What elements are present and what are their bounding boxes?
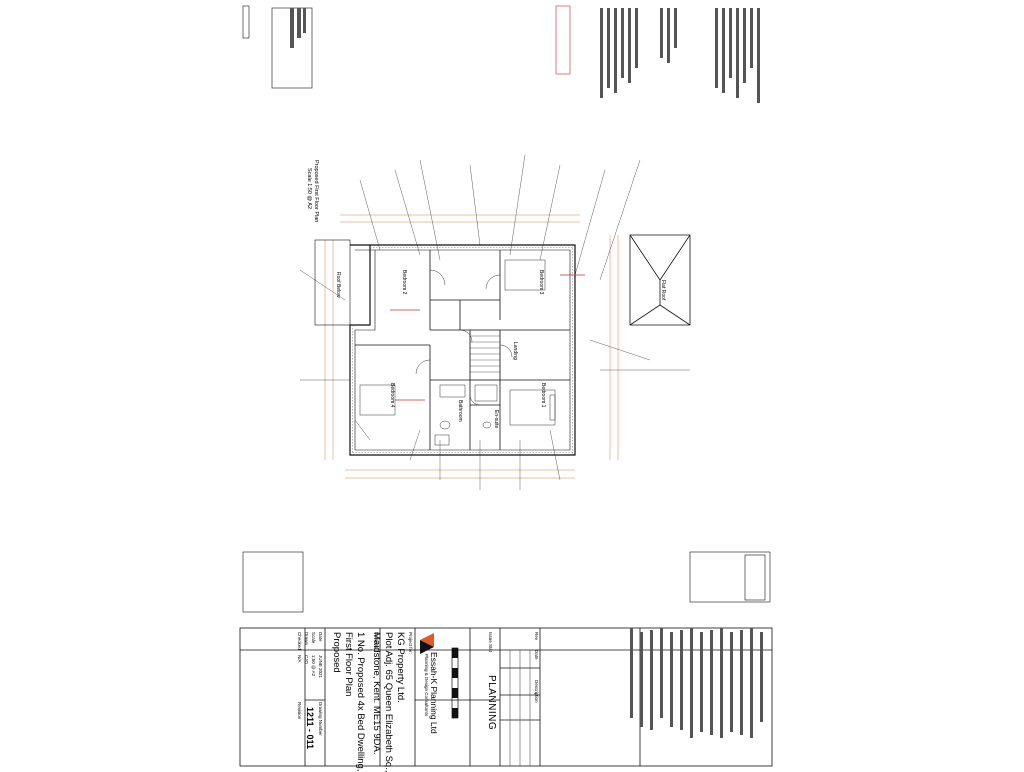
room-label-bathroom: Bathroom: [457, 400, 463, 422]
drawn-label: Drawn: [304, 632, 309, 646]
room-label-bedroom-4: Bedroom 4: [389, 383, 395, 408]
checked-label: Checked: [297, 632, 302, 650]
sanitaryware: [434, 384, 498, 446]
status-label: Issue Stat: [488, 632, 493, 653]
room-label-flat-roof: Flat Roof: [660, 280, 666, 301]
scale-label: Scale: [311, 632, 316, 644]
description-header: Description: [534, 680, 539, 703]
room-label-bedroom-3: Bedroom 3: [538, 270, 544, 295]
company-name: Essah-K Planning Ltd: [429, 652, 439, 734]
dimension-lines: [324, 214, 619, 479]
drawing-title-line-2: First Floor Plan: [343, 632, 354, 697]
client-name: KG Property Ltd.: [395, 632, 406, 703]
room-label-bedroom-2: Bedroom 2: [401, 270, 407, 295]
drawing-caption-scale: Scale 1:50 @ A2: [306, 168, 312, 210]
scale-value: 1:50 @ A2: [311, 655, 316, 677]
checked-value: N/A: [297, 655, 302, 663]
date-value: JUNE 2021: [318, 655, 323, 679]
drawn-value: CJO: [304, 655, 309, 664]
revision-table-lines: [509, 650, 531, 766]
scale-bar: [451, 647, 459, 719]
room-label-landing: Landing: [512, 342, 518, 360]
date-label: Date: [318, 632, 323, 642]
company-subtitle: Planning & Design Consultants: [424, 654, 429, 717]
roof-below-left: [314, 239, 351, 326]
drawing-caption-title: Proposed First Floor Plan: [313, 160, 319, 223]
client-label: Project for:: [408, 632, 413, 654]
site-address-line-2: Maidstone, Kent. ME15 9DA.: [371, 632, 382, 755]
note-text-blocks: [290, 8, 763, 738]
drawing-label: Drawing: [374, 632, 379, 649]
site-address-line-1: Plot Adj. 65 Queen Elizabeth Sq.,: [383, 632, 394, 772]
room-label-bedroom-1: Bedroom 1: [540, 383, 546, 408]
company-logo: [420, 633, 434, 654]
drawing-number-value: 1211 - 011: [305, 707, 315, 750]
rev-header: Rev: [534, 632, 539, 641]
note-boxes: [242, 5, 771, 613]
door-swings: [415, 269, 513, 406]
room-label-ensuite: En-suite: [493, 410, 499, 429]
drawing-title-line-1: 1 No. Proposed 4x Bed Dwelling,: [355, 632, 366, 772]
staircase: [469, 329, 501, 381]
room-label-roof-below: Roof Below: [335, 272, 341, 298]
drawing-title-line-3: Proposed: [331, 632, 342, 673]
flat-roof-right: [629, 234, 691, 326]
section-marks: [390, 274, 585, 401]
external-walls: [349, 244, 576, 456]
drawing-number-label: Drawing Number: [318, 702, 323, 736]
leader-lines: [299, 154, 690, 490]
revision-label: Revision: [297, 702, 302, 720]
wall-hatching: [352, 245, 575, 455]
status-value: PLANNING: [486, 675, 497, 731]
date-header: Date: [534, 650, 539, 660]
